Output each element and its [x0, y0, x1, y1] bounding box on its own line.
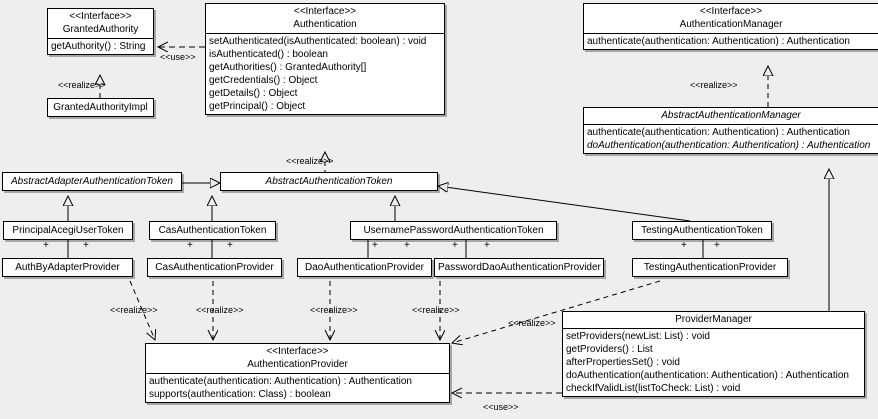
class-member: setAuthenticated(isAuthenticated: boolea…	[209, 36, 427, 47]
multiplicity-cas-left: +	[187, 240, 193, 251]
class-member: afterPropertiesSet() : void	[566, 357, 680, 368]
class-member: getCredentials() : Object	[209, 75, 318, 86]
class-member: getAuthorities() : GrantedAuthority[]	[209, 62, 367, 73]
multiplicity-testing-right: +	[714, 240, 720, 251]
class-abstract-authentication-manager[interactable]: AbstractAuthenticationManager authentica…	[583, 107, 878, 154]
class-header: AbstractAuthenticationManager	[584, 108, 878, 124]
class-members: setAuthenticated(isAuthenticated: boolea…	[206, 33, 444, 114]
class-member: doAuthentication(authentication: Authent…	[566, 370, 849, 381]
multiplicity-userpass-a: +	[372, 240, 378, 251]
class-stereotype: <<Interface>>	[266, 346, 329, 357]
edge-label-realize-abstractauthenticationmanager: <<realize>>	[690, 80, 738, 90]
class-members: setProviders(newList: List) : void getPr…	[563, 328, 864, 396]
class-header: <<Interface>> Authentication	[206, 4, 444, 33]
edge-label-realize-authbyadapterprovider: <<realize>>	[110, 305, 158, 315]
class-name: AuthenticationManager	[679, 19, 783, 30]
class-stereotype: <<Interface>>	[293, 6, 357, 17]
multiplicity-testing-left: +	[681, 240, 687, 251]
realize-edge-testingauthenticationprovider	[452, 280, 661, 343]
multiplicity-userpass-b: +	[404, 240, 410, 251]
edge-label-realize-passworddaoauthenticationprovider: <<realize>>	[412, 305, 460, 315]
class-granted-authority[interactable]: <<Interface>> GrantedAuthority getAuthor…	[47, 8, 154, 55]
class-abstract-adapter-authentication-token[interactable]: AbstractAdapterAuthenticationToken	[2, 172, 182, 191]
class-header: ProviderManager	[563, 312, 864, 328]
class-member: getAuthority() : String	[51, 41, 146, 52]
class-name: Authentication	[293, 19, 357, 30]
class-testing-authentication-provider[interactable]: TestingAuthenticationProvider	[632, 258, 788, 277]
edge-label-realize-grantedauthorityimpl: <<realize>>	[58, 80, 106, 90]
edge-label-realize-abstractauthenticationtoken: <<realize>>	[286, 156, 334, 166]
realize-edge-authbyadapterprovider	[129, 280, 155, 340]
class-name: ProviderManager	[675, 314, 752, 325]
class-authentication-provider[interactable]: <<Interface>> AuthenticationProvider aut…	[145, 343, 450, 403]
class-name: GrantedAuthority	[62, 24, 139, 35]
class-principal-acegi-user-token[interactable]: PrincipalAcegiUserToken	[3, 221, 133, 240]
class-member: checkIfValidList(listToCheck: List) : vo…	[566, 383, 741, 394]
class-name: AuthenticationProvider	[247, 359, 348, 370]
class-member: getDetails() : Object	[209, 88, 298, 99]
class-member: supports(authentication: Class) : boolea…	[149, 389, 331, 400]
edge-label-realize-daoauthenticationprovider: <<realize>>	[310, 305, 358, 315]
class-members: getAuthority() : String	[48, 38, 153, 54]
edge-label-realize-casauthenticationprovider: <<realize>>	[196, 305, 244, 315]
multiplicity-userpass-d: +	[484, 240, 490, 251]
class-header: <<Interface>> AuthenticationProvider	[146, 344, 449, 373]
class-members: authenticate(authentication: Authenticat…	[146, 373, 449, 402]
class-username-password-authentication-token[interactable]: UsernamePasswordAuthenticationToken	[350, 221, 557, 240]
edge-label-realize-testingauthenticationprovider: <<realize>>	[508, 318, 556, 328]
class-password-dao-authentication-provider[interactable]: PasswordDaoAuthenticationProvider	[434, 258, 604, 277]
class-stereotype: <<Interface>>	[699, 6, 763, 17]
class-dao-authentication-provider[interactable]: DaoAuthenticationProvider	[297, 258, 432, 277]
edge-label-use-authentication-grantedauthority: <<use>>	[160, 52, 196, 62]
class-member: getPrincipal() : Object	[209, 101, 306, 112]
multiplicity-userpass-c: +	[452, 240, 458, 251]
class-member: authenticate(authentication: Authenticat…	[149, 376, 412, 387]
edge-label-use-providermanager-authenticationprovider: <<use>>	[483, 402, 519, 412]
class-members: authenticate(authentication: Authenticat…	[584, 33, 878, 49]
class-header: <<Interface>> AuthenticationManager	[584, 4, 878, 33]
multiplicity-principal-right: +	[83, 240, 89, 251]
class-member: authenticate(authentication: Authenticat…	[587, 127, 850, 138]
class-abstract-authentication-token[interactable]: AbstractAuthenticationToken	[220, 172, 438, 191]
class-member: doAuthentication(authentication: Authent…	[587, 140, 871, 151]
class-member: isAuthenticated() : boolean	[209, 49, 328, 60]
class-member: authenticate(authentication: Authenticat…	[587, 36, 850, 47]
class-authentication[interactable]: <<Interface>> Authentication setAuthenti…	[205, 3, 445, 115]
class-cas-authentication-token[interactable]: CasAuthenticationToken	[149, 221, 276, 240]
class-authentication-manager[interactable]: <<Interface>> AuthenticationManager auth…	[583, 3, 878, 50]
class-stereotype: <<Interface>>	[69, 11, 132, 22]
class-provider-manager[interactable]: ProviderManager setProviders(newList: Li…	[562, 311, 865, 397]
class-members: authenticate(authentication: Authenticat…	[584, 124, 878, 153]
multiplicity-principal-left: +	[43, 240, 49, 251]
class-granted-authority-impl[interactable]: GrantedAuthorityImpl	[47, 98, 154, 117]
class-header: <<Interface>> GrantedAuthority	[48, 9, 153, 38]
generalize-edge-testingauthenticationtoken	[438, 186, 691, 222]
class-cas-authentication-provider[interactable]: CasAuthenticationProvider	[147, 258, 282, 277]
class-testing-authentication-token[interactable]: TestingAuthenticationToken	[632, 221, 772, 240]
class-name: AbstractAuthenticationManager	[661, 110, 801, 121]
class-auth-by-adapter-provider[interactable]: AuthByAdapterProvider	[2, 258, 133, 277]
class-member: setProviders(newList: List) : void	[566, 331, 710, 342]
class-member: getProviders() : List	[566, 344, 653, 355]
multiplicity-cas-right: +	[227, 240, 233, 251]
